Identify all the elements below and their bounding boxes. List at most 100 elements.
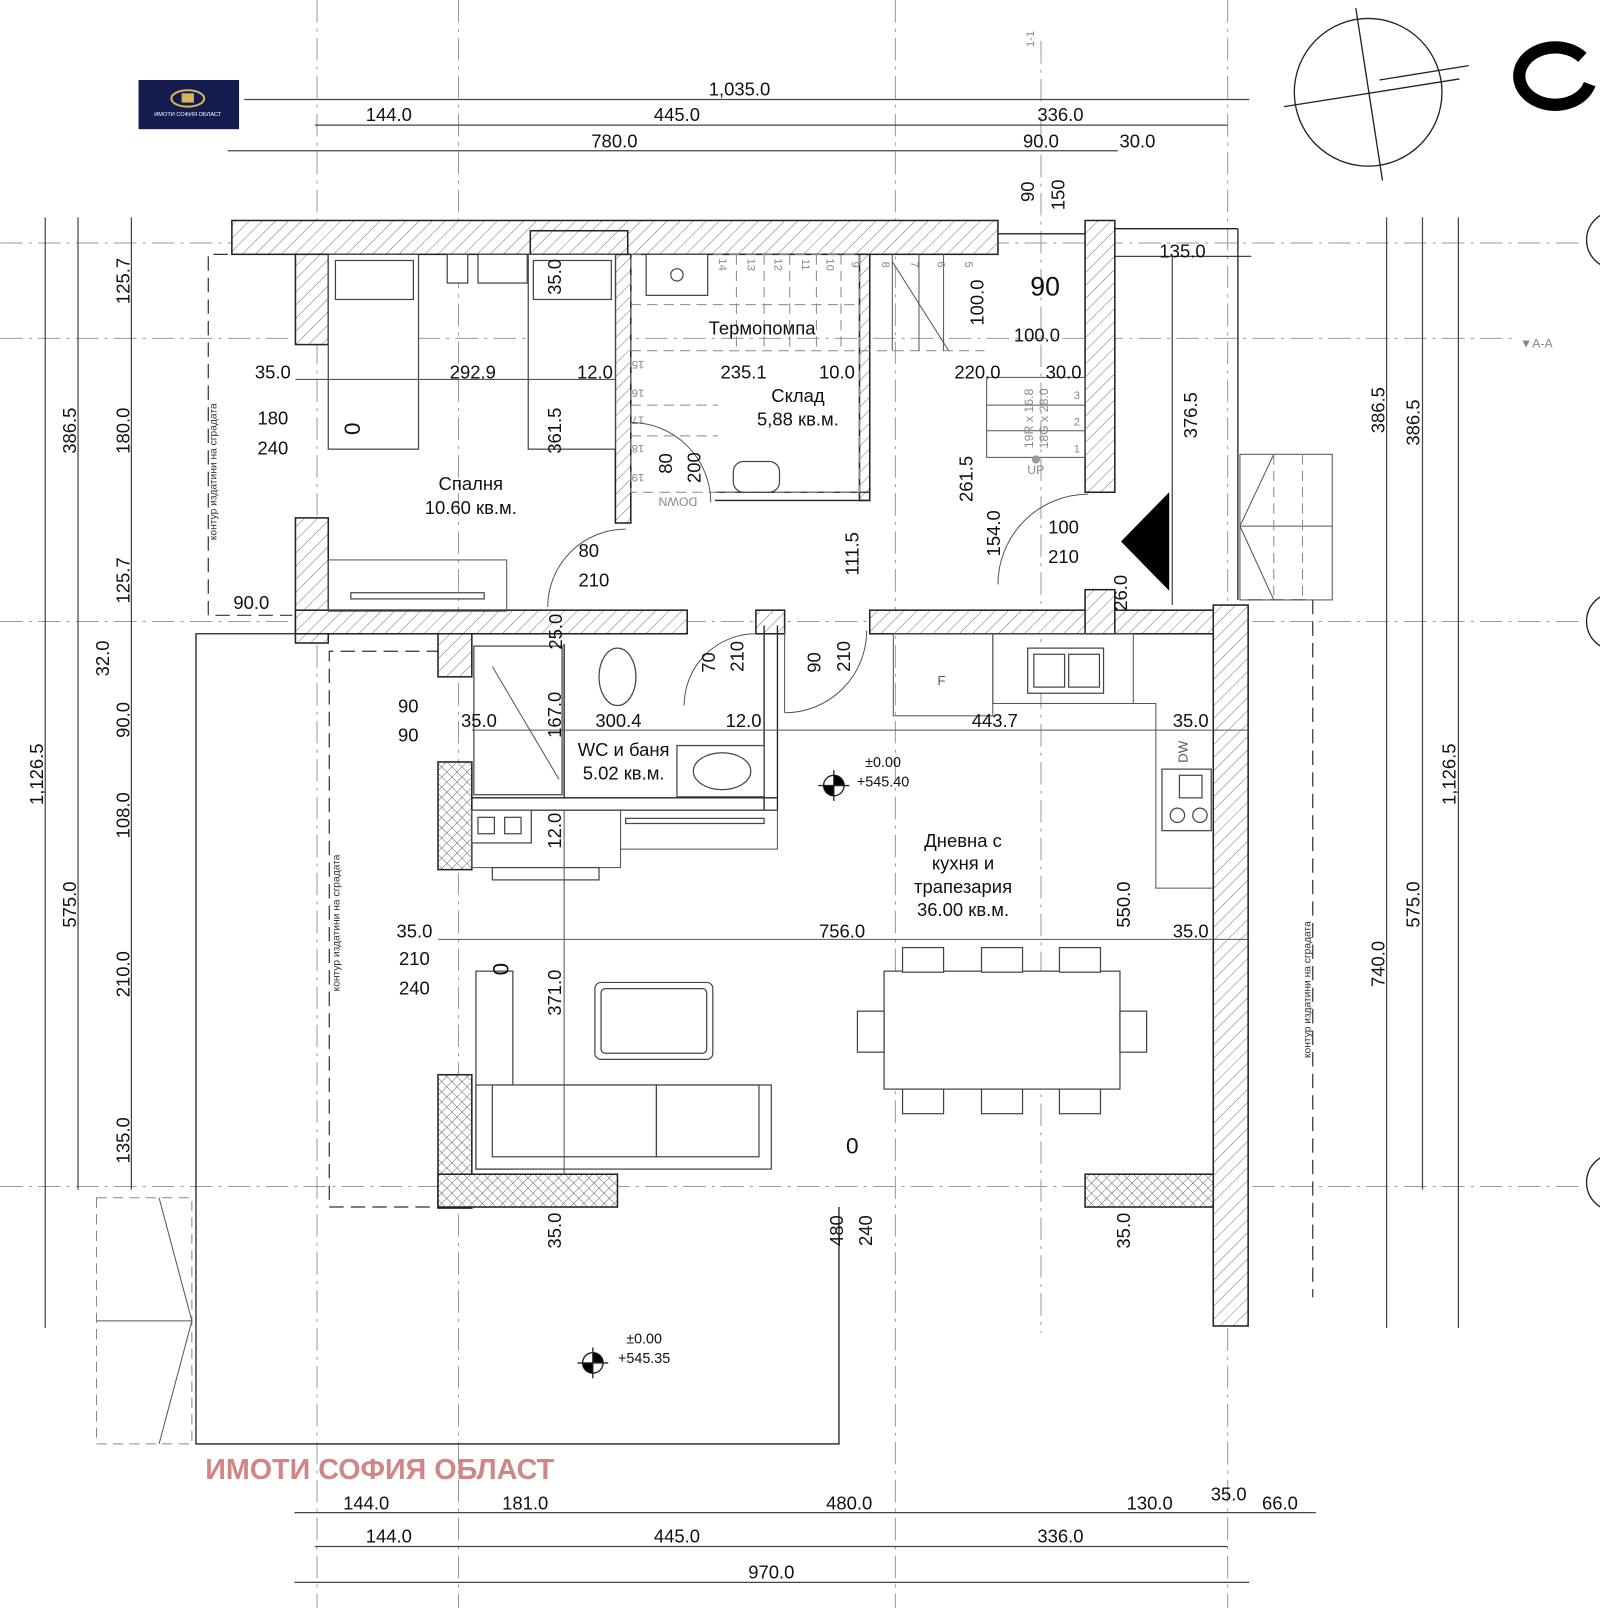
room-bedroom-area: 10.60 кв.м. [425,497,517,518]
dim-label: 25.0 [545,614,566,650]
dim-label: 240 [399,978,430,999]
dim-label: 371.0 [544,970,565,1016]
stair-step-6: 6 [934,261,946,267]
dim-label: 90.0 [112,702,133,738]
walls [231,219,1249,1327]
grid-bubble [1585,1157,1600,1208]
logo-text: ИМОТИ СОФИЯ ОБЛАСТ [154,112,222,118]
stair-step-15: 15 [632,358,645,370]
dim-label: 90 [398,696,419,717]
dim-label: 135.0 [1159,240,1205,261]
dim-label: 740.0 [1368,941,1389,987]
room-bathroom-area: 5.02 кв.м. [583,762,665,783]
level-marker: ±0.00 +545.40 [818,755,909,801]
dim-label: 30.0 [1119,131,1155,152]
dim-label: 130.0 [1127,1493,1173,1514]
stair-step-13: 13 [745,258,757,271]
stair-spec-going: 18G x 28.0 [1037,388,1051,448]
stair-step-7: 7 [908,261,920,267]
dim-label: 210.0 [112,951,133,997]
dim-label: 90 [1030,271,1060,301]
dim-label: 35.0 [1211,1483,1247,1504]
dim-label: 480 [826,1215,847,1246]
dim-label: 240 [258,437,289,458]
fridge-label: F [937,673,945,688]
dim-label: 445.0 [654,1525,700,1546]
dim-label: 575.0 [1402,881,1423,927]
dim-label: 0 [489,963,514,976]
dim-label: 240 [855,1215,876,1246]
stair-step-11: 11 [799,259,811,271]
dim-label: 386.5 [1368,387,1389,433]
stair-step-1: 1 [1074,443,1080,455]
watermark: ИМОТИ СОФИЯ ОБЛАСТ [205,1454,554,1486]
stair-step-2: 2 [1074,417,1080,429]
dim-label: 200 [684,452,705,483]
stair-step-5: 5 [962,261,974,267]
contour-note: контур издатини на сградата [332,854,343,991]
grid-bubble [1585,214,1600,266]
room-bathroom-name: WC и баня [578,739,670,760]
dim-label: 970.0 [748,1561,794,1582]
dim-label: 550.0 [1113,881,1134,927]
dim-label: 12.0 [726,710,762,731]
dimension-lines [44,98,1459,1583]
dim-label: 300.4 [595,710,641,731]
dim-label: 376.5 [1180,392,1201,438]
dim-label: 144.0 [366,104,412,125]
level-relative: ±0.00 [626,1331,662,1347]
dim-label: 144.0 [366,1525,412,1546]
dim-label: 30.0 [1046,361,1082,382]
dim-label: 336.0 [1037,1525,1083,1546]
dim-label: 35.0 [1173,920,1209,941]
stair-step-3: 3 [1074,390,1080,402]
dim-label: 111.5 [841,532,862,575]
stair-step-12: 12 [771,258,783,271]
stair-step-10: 10 [824,258,836,271]
dim-label: 0 [846,1134,859,1159]
dim-label: 12.0 [577,361,613,382]
dim-label: 180.0 [112,408,133,454]
level-marker: ±0.00 +545.35 [577,1331,670,1379]
dim-label: 1,126.5 [1438,744,1459,806]
dim-label: 90.0 [1023,131,1059,152]
dim-label: 90 [1017,182,1038,203]
dim-label: 154.0 [983,510,1004,556]
dim-label: 210 [1048,546,1079,567]
room-living-name-1: Дневна с [924,830,1002,851]
room-bedroom-name: Спалня [439,473,503,494]
dim-label: 100.0 [967,279,988,325]
section-marker-a-a: ▼A-A [1520,337,1553,351]
dim-label: 210 [399,948,430,969]
dim-label: 756.0 [819,920,865,941]
dim-label: 445.0 [654,104,700,125]
section-marker-1-1: 1-1 [1025,31,1037,47]
furniture [295,253,1249,1175]
dim-label: 10.0 [819,361,855,382]
dim-label: 26.0 [1110,575,1131,611]
dim-label: 35.0 [461,710,497,731]
dim-label: 100.0 [1014,324,1060,345]
stair-down-label: DOWN [658,494,697,508]
staircase: 1 2 3 5 6 7 8 9 10 11 12 13 14 15 16 17 … [630,253,1086,508]
dim-label: 90 [398,724,419,745]
dim-label: 66.0 [1262,1493,1298,1514]
dim-label: 90.0 [233,592,269,613]
dim-label: 235.1 [721,361,767,382]
room-living-name-2: кухня и [932,853,994,874]
dim-label: 125.7 [112,258,133,304]
terrace-outline [95,253,1333,1445]
dim-label: 261.5 [955,456,976,502]
dim-label: 90 [804,652,825,673]
dim-label: 32.0 [92,640,113,676]
dim-label: 210 [578,570,609,591]
level-absolute: +545.40 [857,775,909,791]
dim-label: 180 [258,408,289,429]
dimensions-interior: 35.0 292.9 12.0 235.1 10.0 220.0 30.0 35… [233,240,1208,1248]
dimensions-top: 1,035.0 144.0 445.0 336.0 780.0 90.0 30.… [366,78,1156,210]
dim-label: 220.0 [954,361,1000,382]
dim-label: 443.7 [972,710,1018,731]
room-storage-area: 5,88 кв.м. [757,409,839,430]
dim-label: 35.0 [544,259,565,295]
